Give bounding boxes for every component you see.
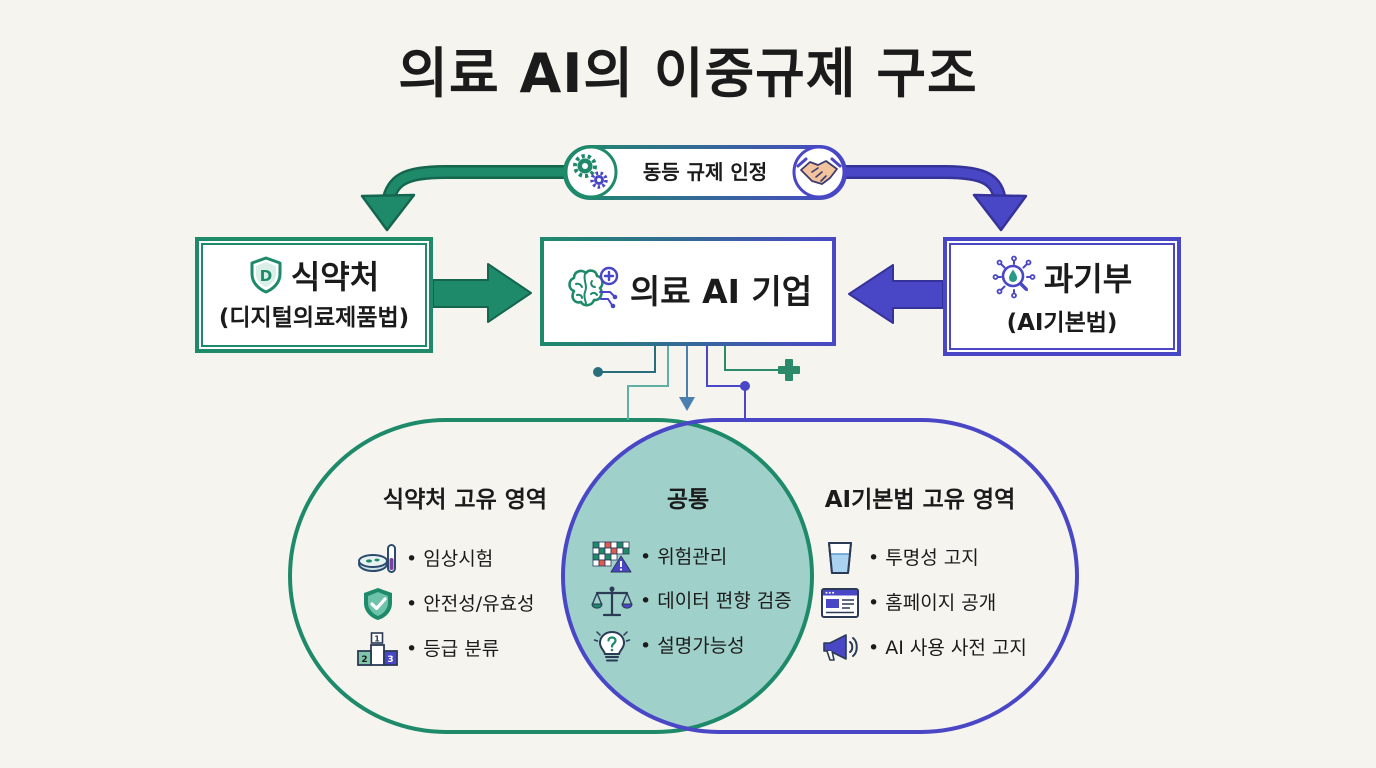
list-item: 투명성 고지 (818, 539, 979, 577)
list-item: AI 사용 사전 고지 (818, 629, 1027, 667)
scale-icon (590, 583, 634, 619)
lightbulb-question-icon (590, 628, 634, 664)
list-item: 임상시험 (356, 540, 493, 578)
podium-rank-2: 2 (361, 655, 367, 665)
arrow-to-mfds (360, 165, 565, 232)
item-label: 위험관리 (640, 543, 727, 571)
list-item: 안전성/유효성 (356, 585, 535, 623)
msit-law: (AI기본법) (1006, 309, 1118, 336)
list-item: 데이터 편향 검증 (590, 582, 792, 620)
item-label: 홈페이지 공개 (868, 589, 996, 617)
item-label: 투명성 고지 (868, 544, 978, 572)
item-label: 등급 분류 (406, 635, 499, 663)
msit-title-row: 과기부 (992, 255, 1132, 303)
handshake-icon (792, 145, 846, 199)
list-item: 설명가능성 (590, 627, 745, 665)
podium-rank-3: 3 (387, 655, 393, 665)
plus-icon (778, 359, 800, 381)
brain-plus-icon (564, 265, 622, 319)
connector-to-plus (724, 346, 779, 371)
company-name: 의료 AI 기업 (629, 271, 813, 311)
item-label: AI 사용 사전 고지 (868, 634, 1027, 662)
item-label: 안전성/유효성 (406, 590, 534, 618)
item-label: 임상시험 (406, 545, 493, 573)
list-item: 1 2 3 등급 분류 (356, 630, 499, 668)
venn-common-heading: 공통 (666, 487, 710, 513)
connector-node-dot (593, 367, 603, 377)
arrow-msit-to-company (848, 264, 944, 324)
glass-icon (818, 540, 862, 576)
arrow-to-msit (845, 165, 1028, 232)
connector-dot-left (598, 346, 656, 373)
list-item: 위험관리 (590, 538, 727, 576)
mfds-node: D 식약처 (디지털의료제품법) (195, 237, 433, 353)
company-node: 의료 AI 기업 (540, 237, 836, 346)
connector-to-left-region (627, 346, 669, 420)
venn-left-heading: 식약처 고유 영역 (382, 487, 548, 513)
gears-icon (564, 145, 618, 199)
webpage-icon (818, 585, 862, 621)
shield-icon: D (249, 256, 283, 298)
list-item: 홈페이지 공개 (818, 584, 996, 622)
podium-icon: 1 2 3 (356, 631, 400, 667)
megaphone-icon (818, 630, 862, 666)
arrow-down-icon (679, 397, 695, 411)
podium-rank-1: 1 (374, 635, 380, 644)
mfds-law: (디지털의료제품법) (218, 305, 410, 331)
company-title-row: 의료 AI 기업 (564, 265, 812, 319)
connector-to-right-region (706, 346, 746, 420)
page-title: 의료 AI의 이중규제 구조 (398, 42, 978, 105)
company-connectors (593, 346, 800, 420)
mutual-recognition-label: 동등 규제 인정 (642, 160, 768, 184)
item-label: 데이터 편향 검증 (640, 587, 791, 615)
arrow-mfds-to-company (432, 263, 532, 323)
mfds-name: 식약처 (290, 258, 380, 296)
connector-node-dot (740, 381, 750, 391)
msit-node: 과기부 (AI기본법) (943, 237, 1181, 356)
petri-dish-icon (356, 541, 400, 577)
item-label: 설명가능성 (640, 632, 744, 660)
shield-letter: D (260, 267, 272, 285)
venn-right-heading: AI기본법 고유 영역 (824, 487, 1016, 513)
msit-name: 과기부 (1043, 259, 1133, 298)
mfds-title-row: D 식약처 (249, 256, 379, 298)
shield-check-icon (356, 586, 400, 622)
venn-left-region (288, 418, 814, 734)
venn-right-region (561, 418, 1079, 734)
risk-matrix-icon (590, 539, 634, 575)
ai-magnifier-icon (992, 255, 1036, 303)
